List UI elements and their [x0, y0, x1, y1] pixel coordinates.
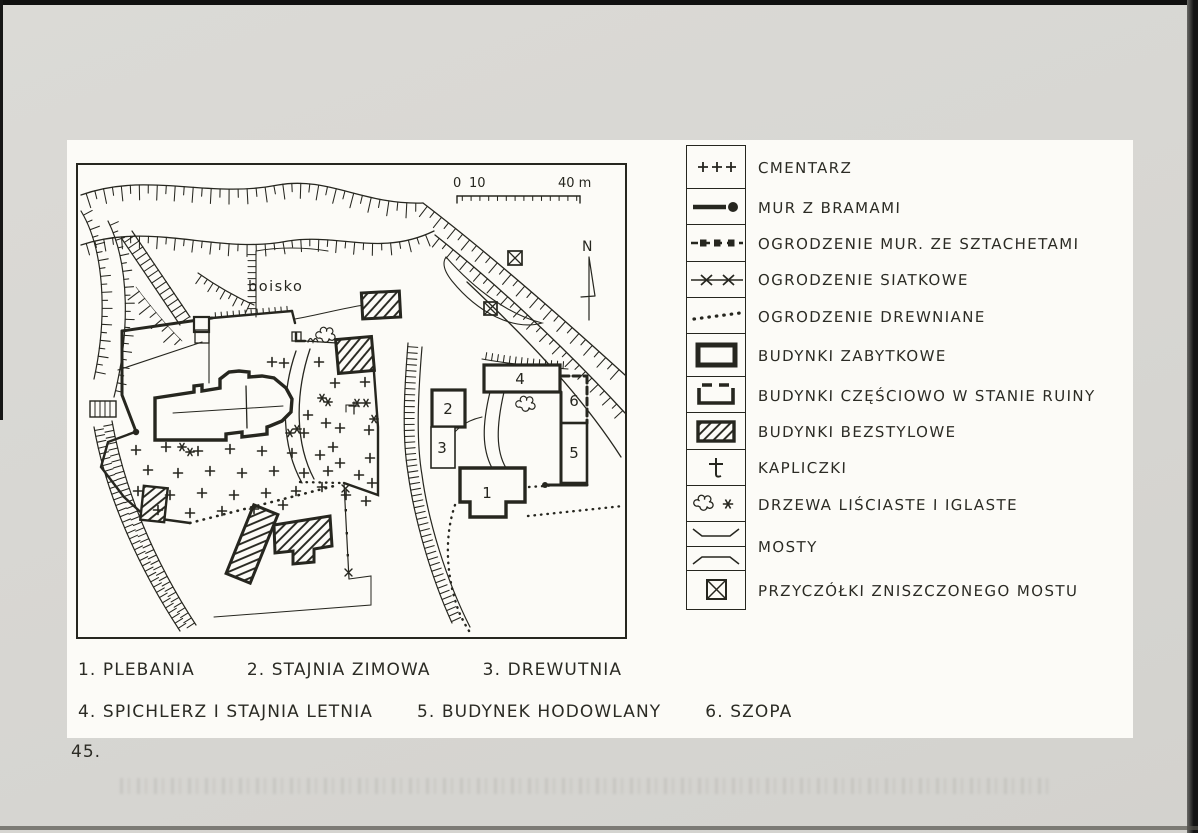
trees-symbol-icon [686, 485, 746, 524]
legend-label: MOSTY [757, 538, 818, 557]
bridge-abutment-symbols [483, 250, 523, 316]
legend-row: MUR Z BRAMAMI [686, 187, 1126, 226]
legend-row: CMENTARZ [686, 145, 1126, 190]
west-steps-structure [89, 400, 117, 418]
svg-text:1: 1 [482, 484, 492, 502]
svg-text:40 m: 40 m [558, 176, 591, 191]
caption-item: 1. PLEBANIA [78, 660, 195, 680]
caption-item: 2. STAJNIA ZIMOWA [246, 660, 431, 680]
walls-with-gates [117, 304, 589, 488]
shrines-symbol-icon [686, 448, 746, 487]
caption-item: 5. BUDYNEK HODOWLANY [416, 702, 662, 722]
numbered-buildings [430, 363, 589, 519]
deciduous-trees [315, 326, 536, 412]
scale-bar: 0 10 40 m [453, 176, 591, 204]
legend-row: MOSTY [686, 521, 1126, 572]
fences [213, 480, 625, 636]
legend-label: OGRODZENIE DREWNIANE [757, 307, 986, 326]
legend-row: OGRODZENIE SIATKOWE [686, 260, 1126, 299]
caption-row-1: 1. PLEBANIA 2. STAJNIA ZIMOWA 3. DREWUTNIA [78, 660, 674, 680]
ink-showthrough-artifact [120, 778, 1050, 794]
caption-item: 6. SZOPA [705, 702, 793, 722]
svg-text:3: 3 [437, 439, 447, 457]
scan-edge-right [1187, 0, 1198, 833]
site-plan-map: boisko 0 10 40 m N 1 2 3 4 5 [76, 163, 627, 639]
scan-edge-top [0, 0, 1198, 5]
scan-edge-bottom [0, 826, 1198, 830]
page-number: 45. [71, 742, 102, 762]
svg-text:N: N [582, 239, 592, 255]
historic-buildings-symbol-icon [686, 333, 746, 378]
wire-mesh-fence [341, 482, 353, 580]
legend-row: BUDYNKI BEZSTYLOWE [686, 412, 1126, 451]
church-axis-line [172, 405, 284, 414]
masonry-fence-symbol-icon [686, 224, 746, 263]
wooden-fence-symbol-icon [686, 297, 746, 336]
caption-row-2: 4. SPICHLERZ I STAJNIA LETNIA 5. BUDYNEK … [78, 702, 836, 722]
north-arrow: N [580, 239, 596, 321]
building-5 [559, 421, 589, 485]
escarpment-hatching [80, 182, 625, 632]
styleless-buildings-symbol-icon [686, 412, 746, 451]
legend-label: BUDYNKI BEZSTYLOWE [757, 423, 957, 442]
legend-row: BUDYNKI ZABYTKOWE [686, 333, 1126, 378]
field-label: boisko [248, 279, 303, 295]
caption-item: 4. SPICHLERZ I STAJNIA LETNIA [78, 702, 373, 722]
legend-row: DRZEWA LIŚCIASTE I IGLASTE [686, 485, 1126, 524]
styleless-buildings [138, 289, 403, 586]
building-4 [482, 363, 562, 394]
wall-with-gates-symbol-icon [686, 187, 746, 226]
legend-label: DRZEWA LIŚCIASTE I IGLASTE [757, 495, 1019, 514]
abutment-symbol-icon [686, 570, 746, 611]
ruined-buildings-symbol-icon [686, 375, 746, 414]
legend-label: OGRODZENIE SIATKOWE [757, 271, 969, 290]
legend-label: MUR Z BRAMAMI [757, 198, 902, 217]
church-outline [153, 369, 294, 442]
map-annotations: boisko 0 10 40 m N 1 2 3 4 5 [248, 176, 596, 502]
caption-item: 3. DREWUTNIA [482, 660, 623, 680]
svg-text:5: 5 [569, 444, 579, 462]
scan-edge-left [0, 0, 3, 420]
legend-label: BUDYNKI ZABYTKOWE [757, 347, 947, 366]
wire-mesh-fence-symbol-icon [686, 260, 746, 299]
legend-row: OGRODZENIE MUR. ZE SZTACHETAMI [686, 224, 1126, 263]
legend-label: OGRODZENIE MUR. ZE SZTACHETAMI [757, 235, 1080, 254]
cemetery-symbol-icon [686, 145, 746, 190]
legend-label: KAPLICZKI [757, 459, 848, 478]
map-legend: CMENTARZ MUR Z BRAMAMI OGRODZENIE MUR. Z… [686, 145, 1126, 611]
cemetery-crosses [130, 356, 378, 519]
curved-path [284, 348, 315, 484]
bridge-symbol-icon [686, 521, 746, 548]
building-1 [458, 466, 527, 519]
figure-panel: boisko 0 10 40 m N 1 2 3 4 5 [67, 140, 1133, 738]
legend-label: BUDYNKI CZĘŚCIOWO W STANIE RUINY [757, 386, 1096, 405]
legend-label: PRZYCZÓŁKI ZNISZCZONEGO MOSTU [757, 582, 1079, 601]
building-3 [430, 426, 456, 469]
svg-text:10: 10 [469, 176, 486, 191]
svg-text:0: 0 [453, 176, 461, 191]
legend-row: OGRODZENIE DREWNIANE [686, 297, 1126, 336]
legend-row: KAPLICZKI [686, 448, 1126, 487]
legend-row: PRZYCZÓŁKI ZNISZCZONEGO MOSTU [686, 570, 1126, 611]
bridge-symbol-icon [686, 545, 746, 572]
church-cross [245, 385, 248, 429]
building-numbers: 1 2 3 4 5 6 [437, 370, 579, 502]
wooden-fence-dots [526, 504, 625, 518]
svg-text:6: 6 [569, 392, 579, 410]
legend-label: CMENTARZ [757, 159, 853, 178]
svg-text:2: 2 [443, 400, 453, 418]
church-building [153, 329, 294, 442]
building-6 [560, 374, 589, 425]
legend-row: BUDYNKI CZĘŚCIOWO W STANIE RUINY [686, 375, 1126, 414]
wayside-shrines [291, 331, 360, 415]
svg-text:4: 4 [515, 370, 525, 388]
property-line [213, 575, 372, 618]
building-2 [430, 388, 467, 429]
slope-stairs [121, 230, 191, 326]
